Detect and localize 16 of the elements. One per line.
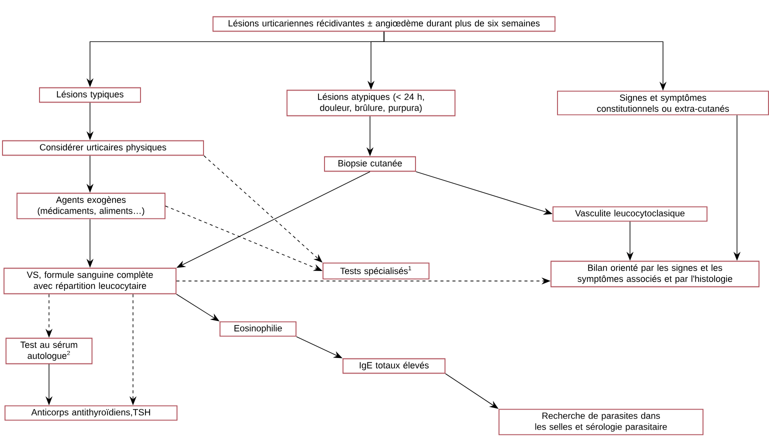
process-box: Lésions urticariennes récidivantes ± angiœdème durant plus de six semaines (212, 16, 556, 32)
process-box: Considérer urticaires physiques (2, 140, 204, 156)
process-box: Lésions atypiques (< 24 h, douleur, brûlure, purpura) (286, 90, 456, 116)
process-box: Lésions typiques (39, 87, 141, 103)
process-box: Anticorps antithyroïdiens,TSH (4, 405, 178, 421)
process-box: IgE totaux élevés (342, 358, 446, 374)
process-box: Eosinophilie (220, 321, 296, 337)
process-box: Signes et symptômes constitutionnels ou extra-cutanés (557, 90, 769, 116)
process-box: Tests spécialisés$^{1}$ (322, 262, 430, 280)
process-box: Bilan orienté par les signes et les symptômes associés et par l'histologie (550, 260, 760, 288)
process-box: Agents exogènes (médicaments, aliments…) (16, 192, 166, 220)
process-box: VS, formule sanguine complète avec répartition leucocytaire (4, 268, 176, 294)
process-box: Recherche de parasites dans les selles et sérologie parasitaire (498, 408, 704, 436)
process-box: Biopsie cutanée (324, 156, 416, 172)
process-box: Test au sérum autologue$^{2}$ (6, 338, 92, 364)
process-box: Vasculite leucocytoclasique (552, 206, 708, 222)
